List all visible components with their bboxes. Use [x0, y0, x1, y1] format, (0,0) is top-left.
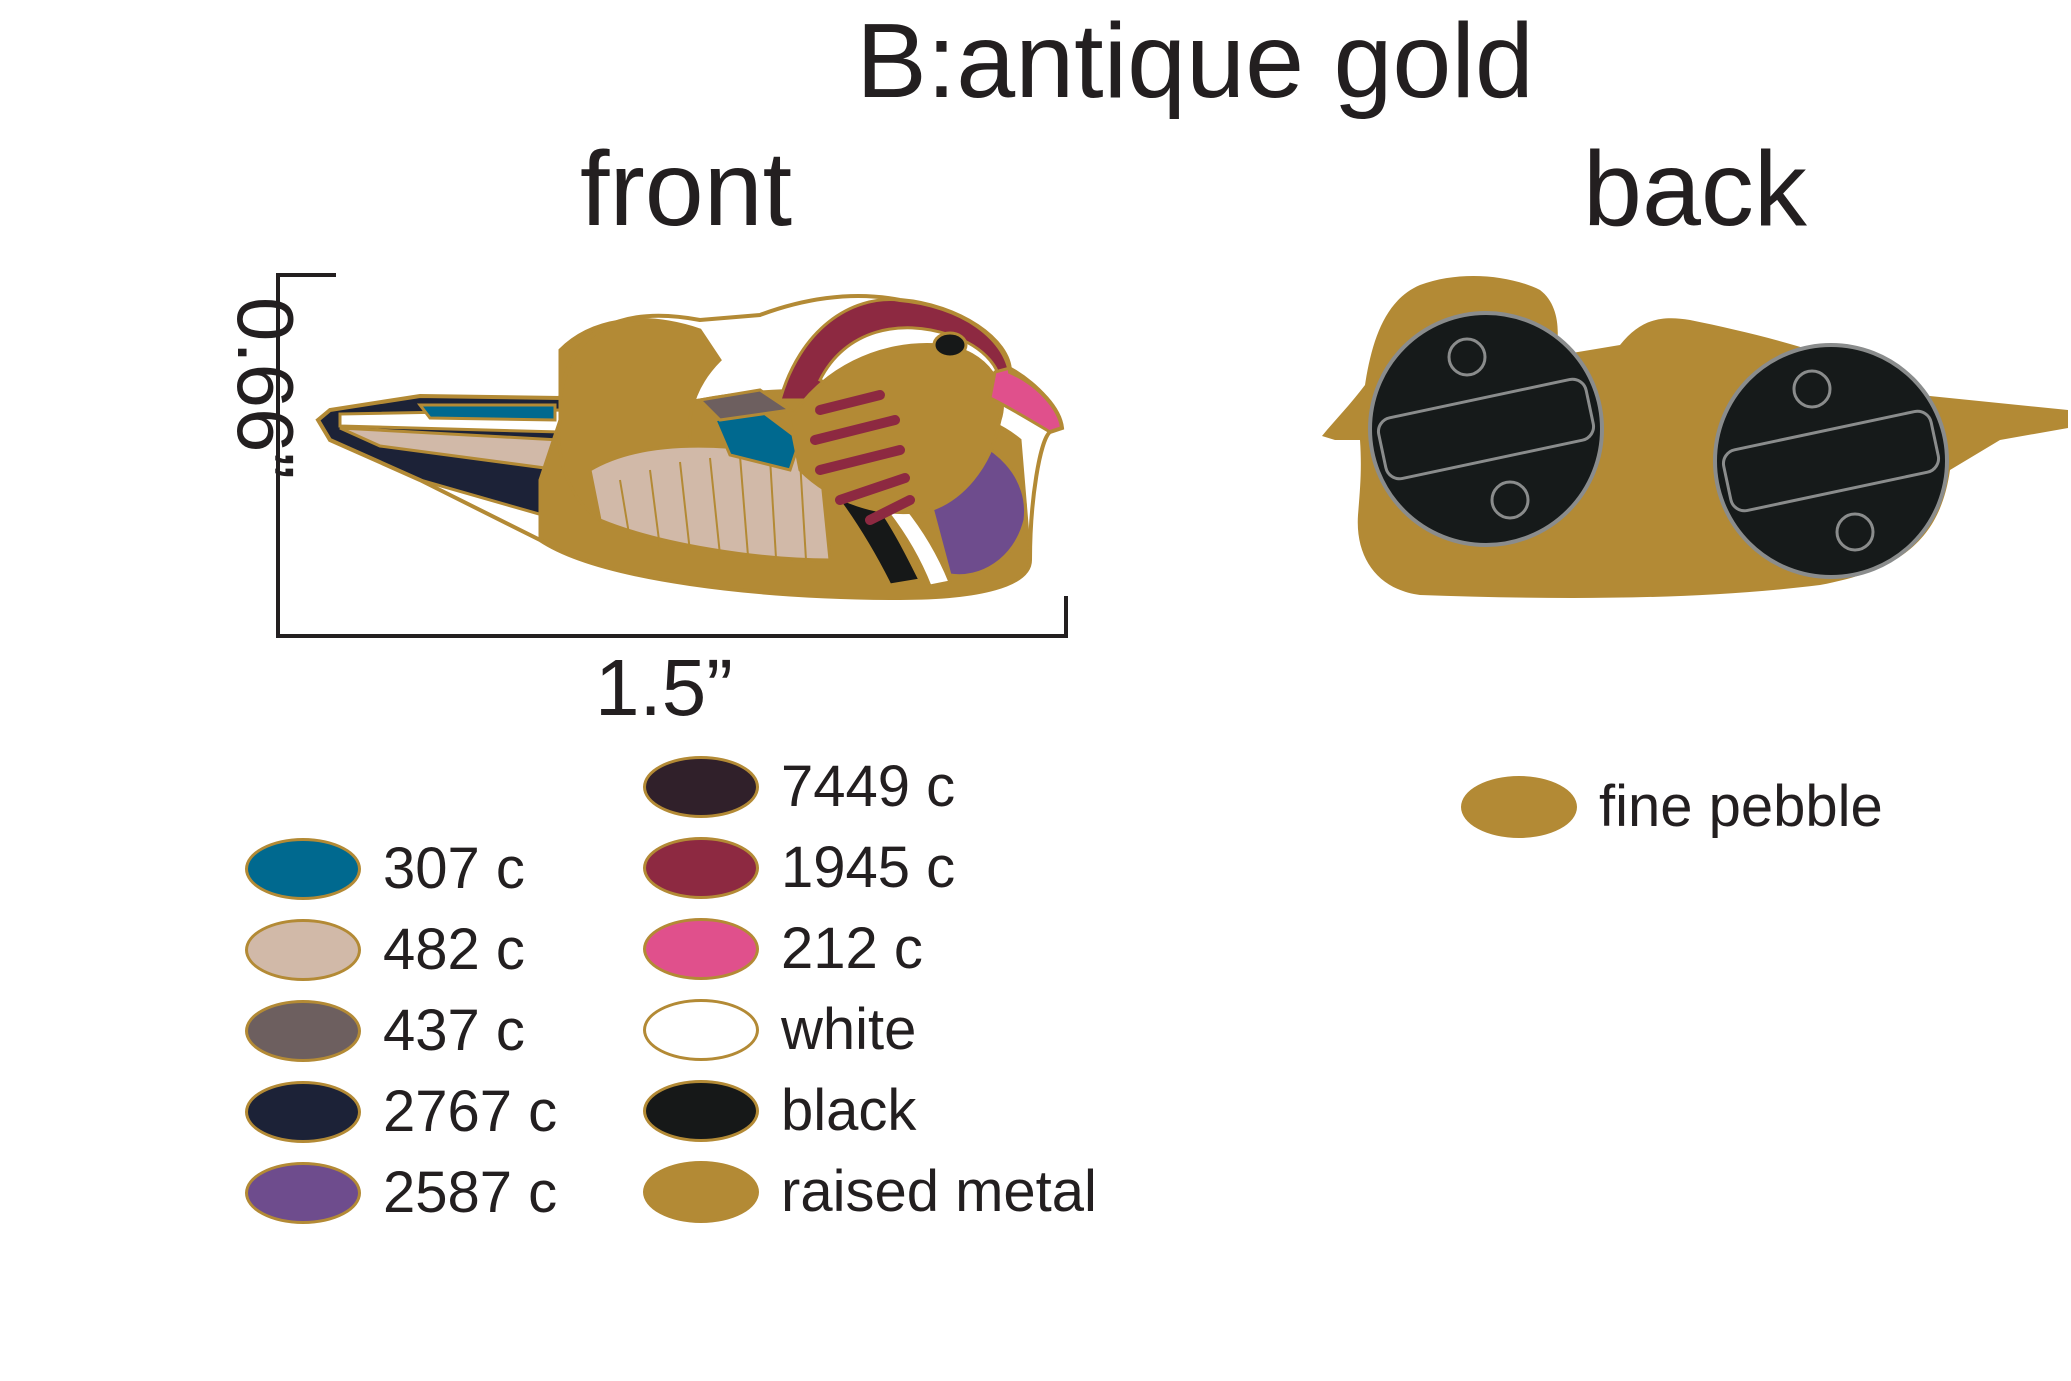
legend-label: black: [781, 1078, 917, 1143]
back-duck-silhouette: [1322, 275, 2068, 598]
legend-item: 1945 c: [643, 827, 1097, 908]
legend-label: 1945 c: [781, 835, 956, 900]
color-swatch: [643, 755, 759, 818]
legend-item: 2587 c: [245, 1152, 557, 1233]
front-duck-illustration: [315, 294, 1065, 601]
legend-label: raised metal: [781, 1159, 1097, 1224]
width-dimension-label: 1.5”: [595, 643, 733, 732]
page-title: B:antique gold: [856, 2, 1534, 120]
color-swatch: [643, 836, 759, 899]
legend-label: white: [781, 997, 917, 1062]
legend-label: 212 c: [781, 916, 923, 981]
color-swatch: [643, 917, 759, 980]
color-swatch: [245, 918, 361, 981]
color-swatch: [643, 1160, 759, 1223]
legend-item: 307 c: [245, 828, 557, 909]
color-legend-back: fine pebble: [1461, 766, 1883, 847]
legend-label: 307 c: [383, 836, 525, 901]
legend-label: 2587 c: [383, 1160, 558, 1225]
legend-item: 482 c: [245, 909, 557, 990]
legend-label: 7449 c: [781, 754, 956, 819]
legend-label: fine pebble: [1599, 774, 1883, 839]
legend-item: 7449 c: [643, 746, 1097, 827]
duck-head: [788, 342, 1004, 515]
color-swatch: [643, 1079, 759, 1142]
color-swatch: [245, 999, 361, 1062]
pin-back-clutch-right: [1713, 343, 1949, 579]
color-legend-left: 307 c 482 c 437 c 2767 c 2587 c: [245, 828, 557, 1233]
legend-item: raised metal: [643, 1151, 1097, 1232]
legend-item: black: [643, 1070, 1097, 1151]
pin-back-clutch-left: [1368, 311, 1604, 547]
legend-item: 2767 c: [245, 1071, 557, 1152]
legend-item: 437 c: [245, 990, 557, 1071]
color-swatch: [245, 1161, 361, 1224]
back-view-label: back: [1583, 130, 1807, 248]
color-swatch: [1461, 775, 1577, 838]
legend-label: 482 c: [383, 917, 525, 982]
legend-item: white: [643, 989, 1097, 1070]
legend-label: 437 c: [383, 998, 525, 1063]
front-view-label: front: [580, 130, 793, 248]
color-legend-middle: 7449 c 1945 c 212 c white black raised metal: [643, 746, 1097, 1232]
dimension-bracket: [276, 273, 1068, 638]
legend-item: 212 c: [643, 908, 1097, 989]
color-swatch: [245, 1080, 361, 1143]
color-swatch: [643, 998, 759, 1061]
color-swatch: [245, 837, 361, 900]
legend-item: fine pebble: [1461, 766, 1883, 847]
duck-eye: [932, 331, 968, 359]
legend-label: 2767 c: [383, 1079, 558, 1144]
